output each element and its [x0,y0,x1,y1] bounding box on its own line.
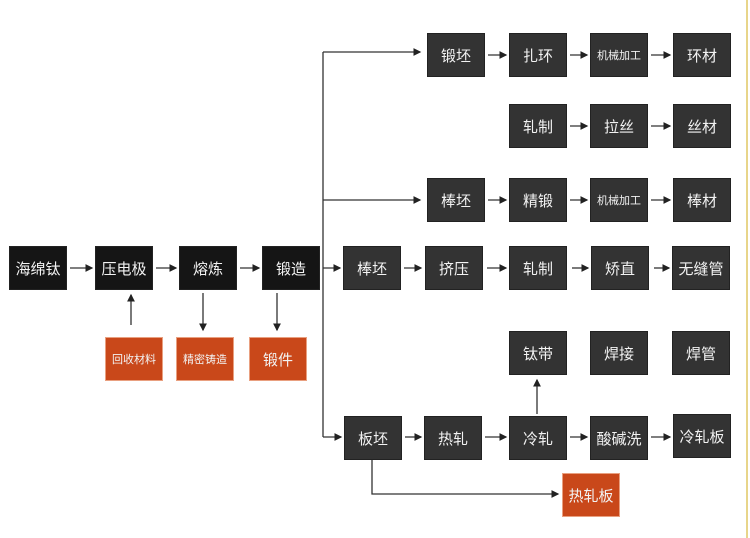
node-wire: 丝材 [673,104,731,148]
node-rolling: 轧制 [509,246,567,290]
node-forged-billet: 锻坯 [427,33,485,77]
node-machining: 机械加工 [590,33,648,77]
node-pickling: 酸碱洗 [590,416,648,460]
node-ring: 环材 [673,33,731,77]
node-machining: 机械加工 [590,178,648,222]
node-electrode: 压电极 [95,246,153,290]
node-extrusion: 挤压 [425,246,483,290]
node-hot-rolled-plate: 热轧板 [562,473,620,517]
node-hot-rolling: 热轧 [424,416,482,460]
node-bar-billet: 棒坯 [343,246,401,290]
node-sponge-titanium: 海绵钛 [9,246,67,290]
node-cold-rolled-plate: 冷轧板 [673,414,731,458]
node-cold-rolling: 冷轧 [509,416,567,460]
node-wire-drawing: 拉丝 [590,104,648,148]
node-seamless-tube: 无缝管 [672,246,730,290]
node-straightening: 矫直 [591,246,649,290]
node-precision-forging: 精锻 [509,178,567,222]
node-welded-tube: 焊管 [672,331,730,375]
node-slab: 板坯 [344,416,402,460]
node-forgings: 锻件 [249,337,307,381]
border-line [746,0,748,538]
node-smelting: 熔炼 [179,246,237,290]
node-bar: 棒材 [673,178,731,222]
node-rolling: 轧制 [509,104,567,148]
node-precision-casting: 精密铸造 [176,337,234,381]
node-recycled: 回收材料 [105,337,163,381]
node-titanium-strip: 钛带 [509,331,567,375]
node-forging: 锻造 [262,246,320,290]
node-bar-billet: 棒坯 [427,178,485,222]
node-welding: 焊接 [590,331,648,375]
node-ring-rolling: 扎环 [509,33,567,77]
